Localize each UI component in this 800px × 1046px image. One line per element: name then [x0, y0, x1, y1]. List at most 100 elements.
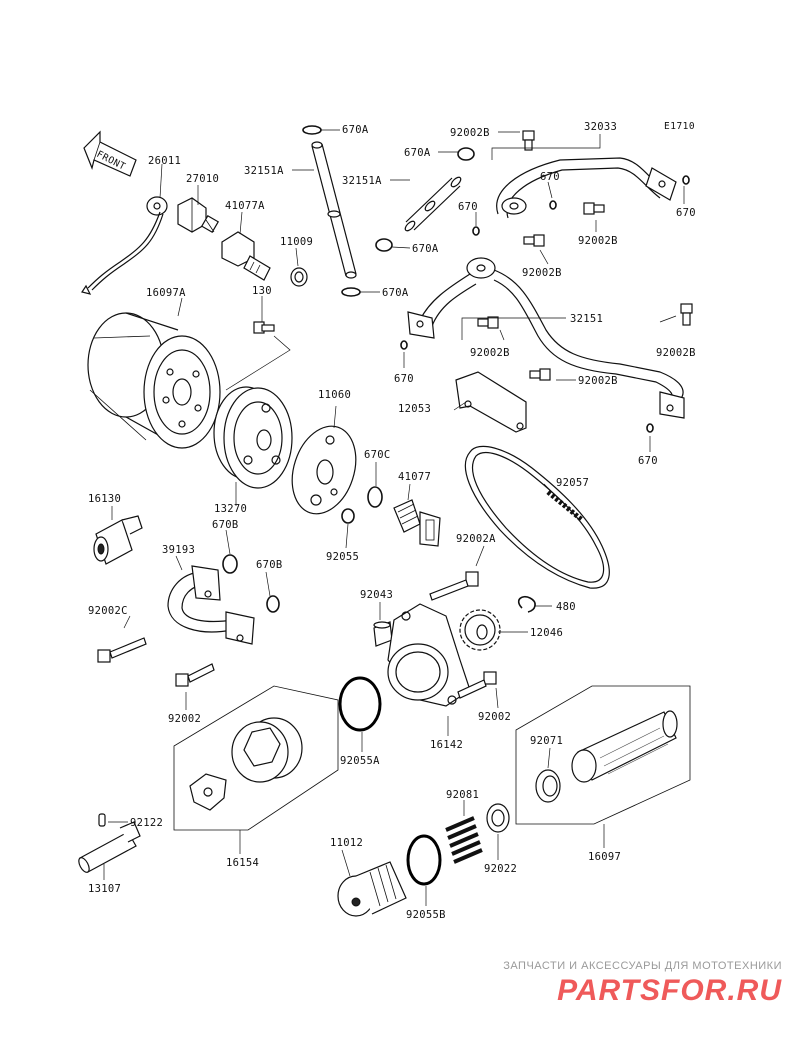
- bolt-92002c: [97, 637, 147, 663]
- oil-pipe-32151a-long: [311, 141, 357, 279]
- label-41077: 41077: [398, 471, 431, 483]
- o-ring-670-4: [400, 340, 408, 350]
- label-92122: 92122: [130, 817, 163, 829]
- label-41077a: 41077A: [225, 200, 265, 212]
- bolts-92002b: [477, 130, 693, 381]
- label-92055: 92055: [326, 551, 359, 563]
- label-670-1: 670: [540, 171, 560, 183]
- label-670-2: 670: [458, 201, 478, 213]
- label-92022: 92022: [484, 863, 517, 875]
- label-92055a: 92055A: [340, 755, 380, 767]
- label-670a-3: 670A: [412, 243, 439, 255]
- watermark: ЗАПЧАСТИ И АКСЕССУАРЫ ДЛЯ МОТОТЕХНИКИ PA…: [503, 960, 782, 1008]
- label-13270: 13270: [214, 503, 247, 515]
- oil-fitting-a: [221, 231, 271, 281]
- o-ring-670a-1: [302, 125, 322, 135]
- pump-shaft-13107: [78, 821, 141, 873]
- strainer-seal-92071: [535, 769, 561, 803]
- label-26011: 26011: [148, 155, 181, 167]
- label-39193: 39193: [162, 544, 195, 556]
- label-92002c: 92002C: [88, 605, 128, 617]
- o-ring-670a-4: [341, 287, 361, 297]
- o-ring-92055b: [406, 834, 442, 886]
- label-32033: 32033: [584, 121, 617, 133]
- o-ring-670-1: [549, 200, 557, 210]
- pin-92043: [373, 621, 393, 647]
- label-32151a-1: 32151A: [244, 165, 284, 177]
- label-16097: 16097: [588, 851, 621, 863]
- label-11009: 11009: [280, 236, 313, 248]
- label-670a-2: 670A: [404, 147, 431, 159]
- o-ring-670-2: [682, 175, 690, 185]
- label-670b-2: 670B: [256, 559, 283, 571]
- pin-92122: [98, 813, 106, 827]
- label-11060: 11060: [318, 389, 351, 401]
- oil-pipe-32033: [496, 157, 677, 219]
- label-16154: 16154: [226, 857, 259, 869]
- label-480: 480: [556, 601, 576, 613]
- label-92002b-6: 92002B: [578, 375, 618, 387]
- label-16097a: 16097A: [146, 287, 186, 299]
- o-ring-670a-3: [375, 238, 393, 252]
- label-130: 130: [252, 285, 272, 297]
- chain-guide-12053: [455, 371, 527, 433]
- rotor-set-frame: [173, 685, 339, 831]
- label-92002b-1: 92002B: [450, 127, 490, 139]
- oil-pressure-switch: [177, 197, 220, 234]
- drive-chain-92057: [464, 445, 610, 589]
- oil-pipe-39193: [167, 565, 255, 645]
- label-92002-2: 92002: [478, 711, 511, 723]
- label-32151: 32151: [570, 313, 603, 325]
- label-92043: 92043: [360, 589, 393, 601]
- label-92002b-3: 92002B: [522, 267, 562, 279]
- gasket-washer: [290, 267, 308, 287]
- label-32151a-2: 32151A: [342, 175, 382, 187]
- label-92002b-2: 92002B: [578, 235, 618, 247]
- label-92002b-4: 92002B: [470, 347, 510, 359]
- outer-rotor: [231, 717, 303, 783]
- spring-92081: [445, 816, 483, 864]
- oil-strainer-16097: [571, 710, 678, 783]
- oil-pipe-32151a-short: [404, 176, 462, 232]
- washer-92022: [486, 803, 510, 833]
- o-ring-670b-2: [266, 595, 280, 613]
- o-ring-670b-1: [222, 554, 238, 574]
- oil-filter-16097a: [87, 312, 221, 449]
- label-92057: 92057: [556, 477, 589, 489]
- oil-pipe-32151: [407, 257, 685, 419]
- label-670-3: 670: [676, 207, 696, 219]
- label-92002b-5: 92002B: [656, 347, 696, 359]
- label-12046: 12046: [530, 627, 563, 639]
- label-92002a: 92002A: [456, 533, 496, 545]
- label-92081: 92081: [446, 789, 479, 801]
- bolt-92002-left: [175, 663, 215, 687]
- oil-pressure-switch-wire: [81, 196, 168, 295]
- oil-fitting-41077: [393, 499, 441, 547]
- label-92071: 92071: [530, 735, 563, 747]
- relief-valve-16130: [93, 515, 143, 565]
- label-16142: 16142: [430, 739, 463, 751]
- watermark-tagline: ЗАПЧАСТИ И АКСЕССУАРЫ ДЛЯ МОТОТЕХНИКИ: [503, 960, 782, 972]
- watermark-logo: PARTSFOR.RU: [557, 974, 782, 1007]
- circlip-480: [517, 595, 536, 613]
- o-ring-670c: [367, 486, 383, 508]
- diagram-code: E1710: [664, 121, 695, 132]
- o-ring-670-3: [472, 226, 480, 236]
- sprocket-12046: [459, 609, 501, 651]
- gasket-11060: [291, 425, 357, 515]
- front-arrow-icon: [83, 130, 137, 177]
- label-16130: 16130: [88, 493, 121, 505]
- label-670a-4: 670A: [382, 287, 409, 299]
- filter-cover-13270: [213, 386, 293, 489]
- inner-rotor: [189, 773, 227, 811]
- label-670-4: 670: [394, 373, 414, 385]
- o-ring-670-5: [646, 423, 654, 433]
- o-ring-92055: [341, 508, 355, 524]
- label-92002-1: 92002: [168, 713, 201, 725]
- leader-lines: [103, 129, 685, 906]
- label-12053: 12053: [398, 403, 431, 415]
- oil-pump-housing-16142: [387, 603, 471, 707]
- label-92055b: 92055B: [406, 909, 446, 921]
- strainer-frame: [515, 685, 691, 825]
